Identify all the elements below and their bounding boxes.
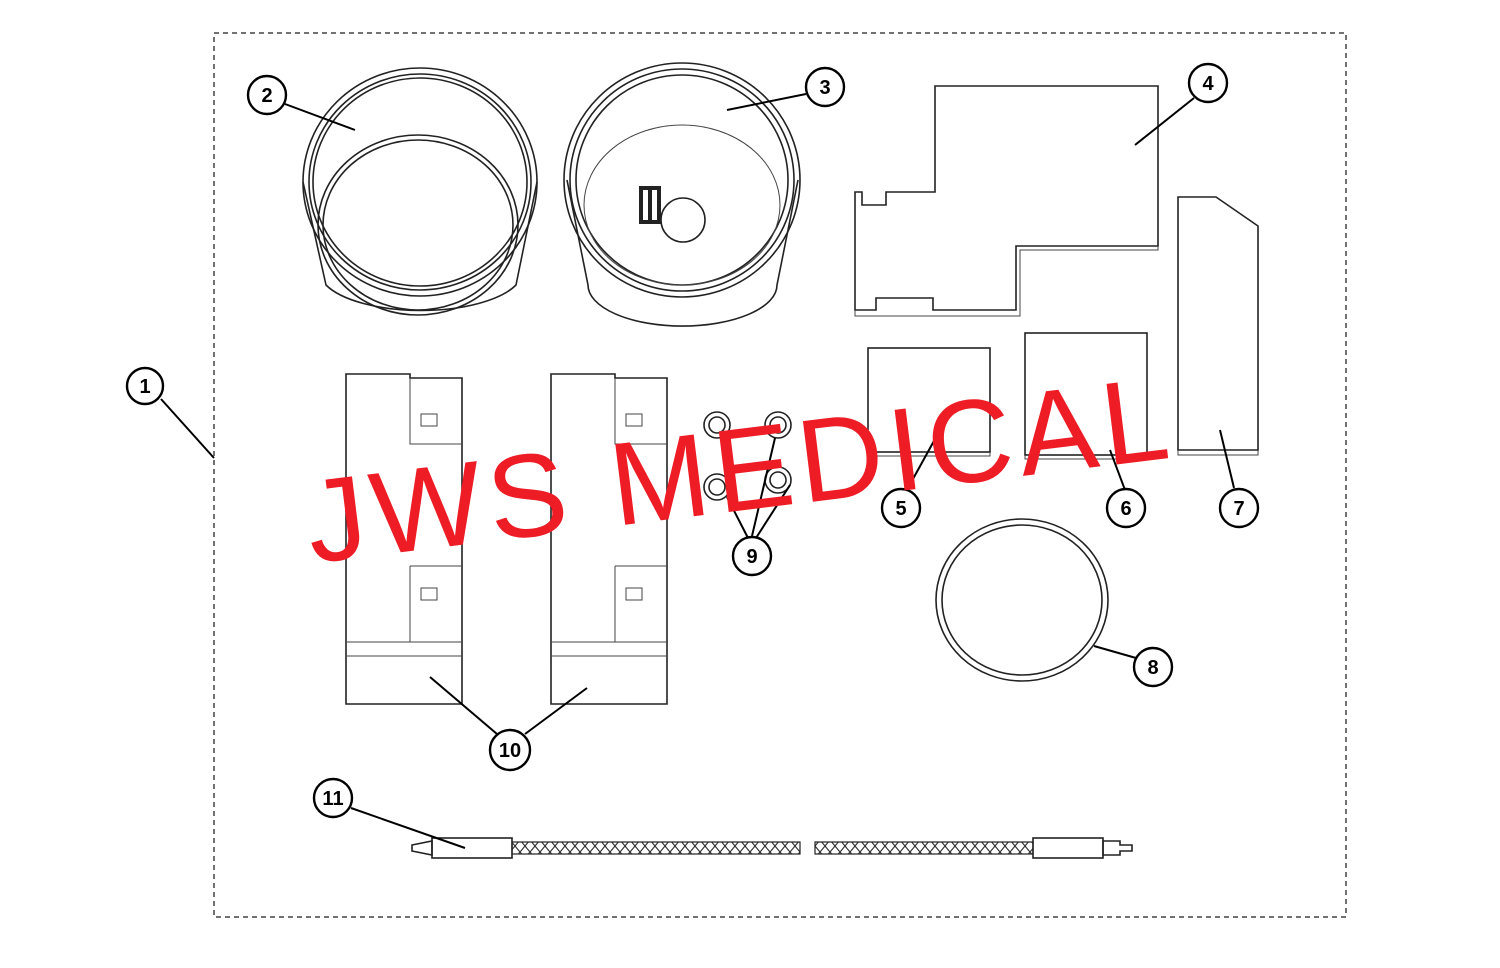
svg-text:4: 4 (1202, 73, 1214, 95)
callout-10: 10 (488, 728, 532, 772)
svg-text:5: 5 (895, 498, 906, 520)
part-10-bracket-left (345, 373, 463, 705)
part-3-cup (563, 62, 801, 327)
callout-6: 6 (1105, 487, 1147, 529)
svg-text:3: 3 (819, 77, 830, 99)
svg-text:8: 8 (1147, 657, 1158, 679)
cup-label-mark (639, 186, 661, 224)
callout-5: 5 (880, 487, 922, 529)
leader-lines (160, 93, 1235, 849)
callout-9: 9 (731, 535, 773, 577)
callout-2: 2 (246, 74, 288, 116)
callout-3: 3 (804, 66, 846, 108)
svg-text:2: 2 (261, 85, 272, 107)
part-4-panel (854, 85, 1159, 317)
callout-1: 1 (125, 366, 165, 406)
callout-8: 8 (1132, 646, 1174, 688)
part-11-hose (411, 837, 1133, 859)
svg-text:9: 9 (746, 546, 757, 568)
callout-11: 11 (312, 777, 354, 819)
part-7-strip (1177, 196, 1259, 456)
svg-text:10: 10 (499, 740, 521, 762)
part-10-bracket-right (550, 373, 668, 705)
callout-4: 4 (1187, 62, 1229, 104)
svg-text:7: 7 (1233, 498, 1244, 520)
part-2-cylinder-ring (302, 67, 538, 316)
part-8-o-ring (935, 518, 1109, 682)
svg-text:6: 6 (1120, 498, 1131, 520)
callout-7: 7 (1218, 487, 1260, 529)
svg-text:1: 1 (139, 376, 150, 398)
svg-text:11: 11 (322, 788, 343, 810)
part-6-pad (1024, 332, 1148, 460)
